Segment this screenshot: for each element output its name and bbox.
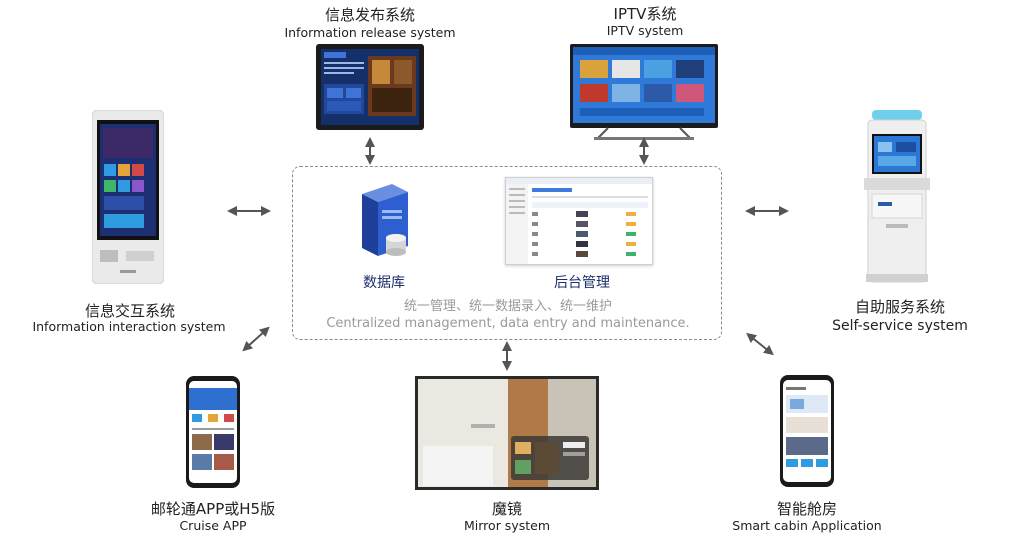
smart-cabin-subtitle: Smart cabin Application (732, 518, 882, 533)
database-server (358, 180, 412, 260)
mirror-title: 魔镜 (491, 500, 522, 518)
self-service-kiosk (862, 108, 932, 284)
backend-label: 后台管理 (554, 275, 610, 291)
mirror-display (415, 376, 599, 490)
cruise-app-title: 邮轮通APP或H5版 (150, 500, 276, 518)
interaction-kiosk (91, 109, 165, 285)
self-service-kiosk-icon (864, 110, 930, 283)
self-service-title: 自助服务系统 (854, 298, 945, 316)
iptv-title: IPTV系统 (613, 5, 677, 23)
info-release-display (316, 44, 424, 130)
info-release-subtitle: Information release system (284, 25, 456, 40)
cruise-app-subtitle: Cruise APP (179, 518, 247, 533)
database-server-icon (362, 184, 408, 256)
hub-note-en: Centralized management, data entry and m… (326, 316, 690, 331)
self-service-subtitle: Self-service system (832, 318, 968, 334)
iptv-subtitle: IPTV system (606, 23, 684, 38)
info-release-monitor-icon (316, 44, 424, 130)
mirror-subtitle: Mirror system (464, 518, 550, 533)
smart-cabin-phone (780, 375, 834, 487)
hub-note-cn: 统一管理、统一数据录入、统一维护 (403, 299, 612, 314)
arrow-smart-cabin (746, 332, 774, 356)
mirror-icon (415, 376, 599, 490)
smart-cabin-phone-icon (780, 375, 834, 487)
interaction-title: 信息交互系统 (84, 302, 175, 320)
smart-cabin-title: 智能舱房 (776, 500, 837, 518)
backend-admin-icon (506, 178, 652, 264)
database-label: 数据库 (363, 275, 405, 291)
backend-screenshot (505, 177, 653, 265)
kiosk-icon (91, 109, 165, 285)
info-release-title: 信息发布系统 (324, 6, 415, 24)
phone-icon (186, 376, 240, 488)
central-hub-panel (292, 166, 722, 340)
interaction-subtitle: Information interaction system (32, 319, 226, 334)
arrow-cruise-app (242, 326, 270, 352)
cruise-app-phone (186, 376, 240, 488)
